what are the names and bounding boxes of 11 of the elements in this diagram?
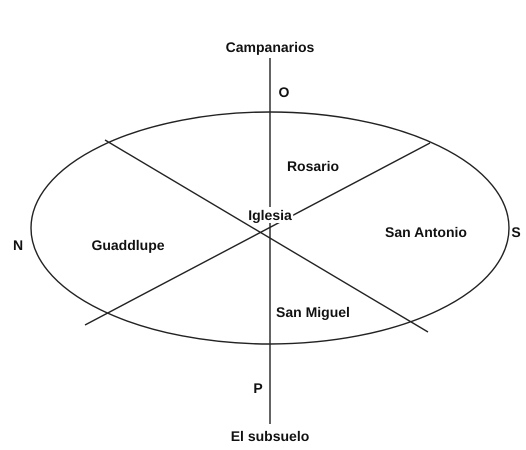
region-label: Rosario bbox=[286, 158, 340, 174]
direction-letter: S bbox=[510, 224, 522, 240]
region-label: Iglesia bbox=[247, 207, 293, 223]
axis-end-label: El subsuelo bbox=[230, 428, 310, 444]
region-label: San Antonio bbox=[384, 224, 468, 240]
direction-letter: O bbox=[278, 84, 290, 100]
direction-letter: P bbox=[252, 380, 264, 396]
axis-end-label: Campanarios bbox=[224, 39, 316, 55]
region-label: San Miguel bbox=[275, 304, 351, 320]
direction-letter: N bbox=[12, 237, 24, 253]
region-label: Guaddlupe bbox=[90, 237, 166, 253]
